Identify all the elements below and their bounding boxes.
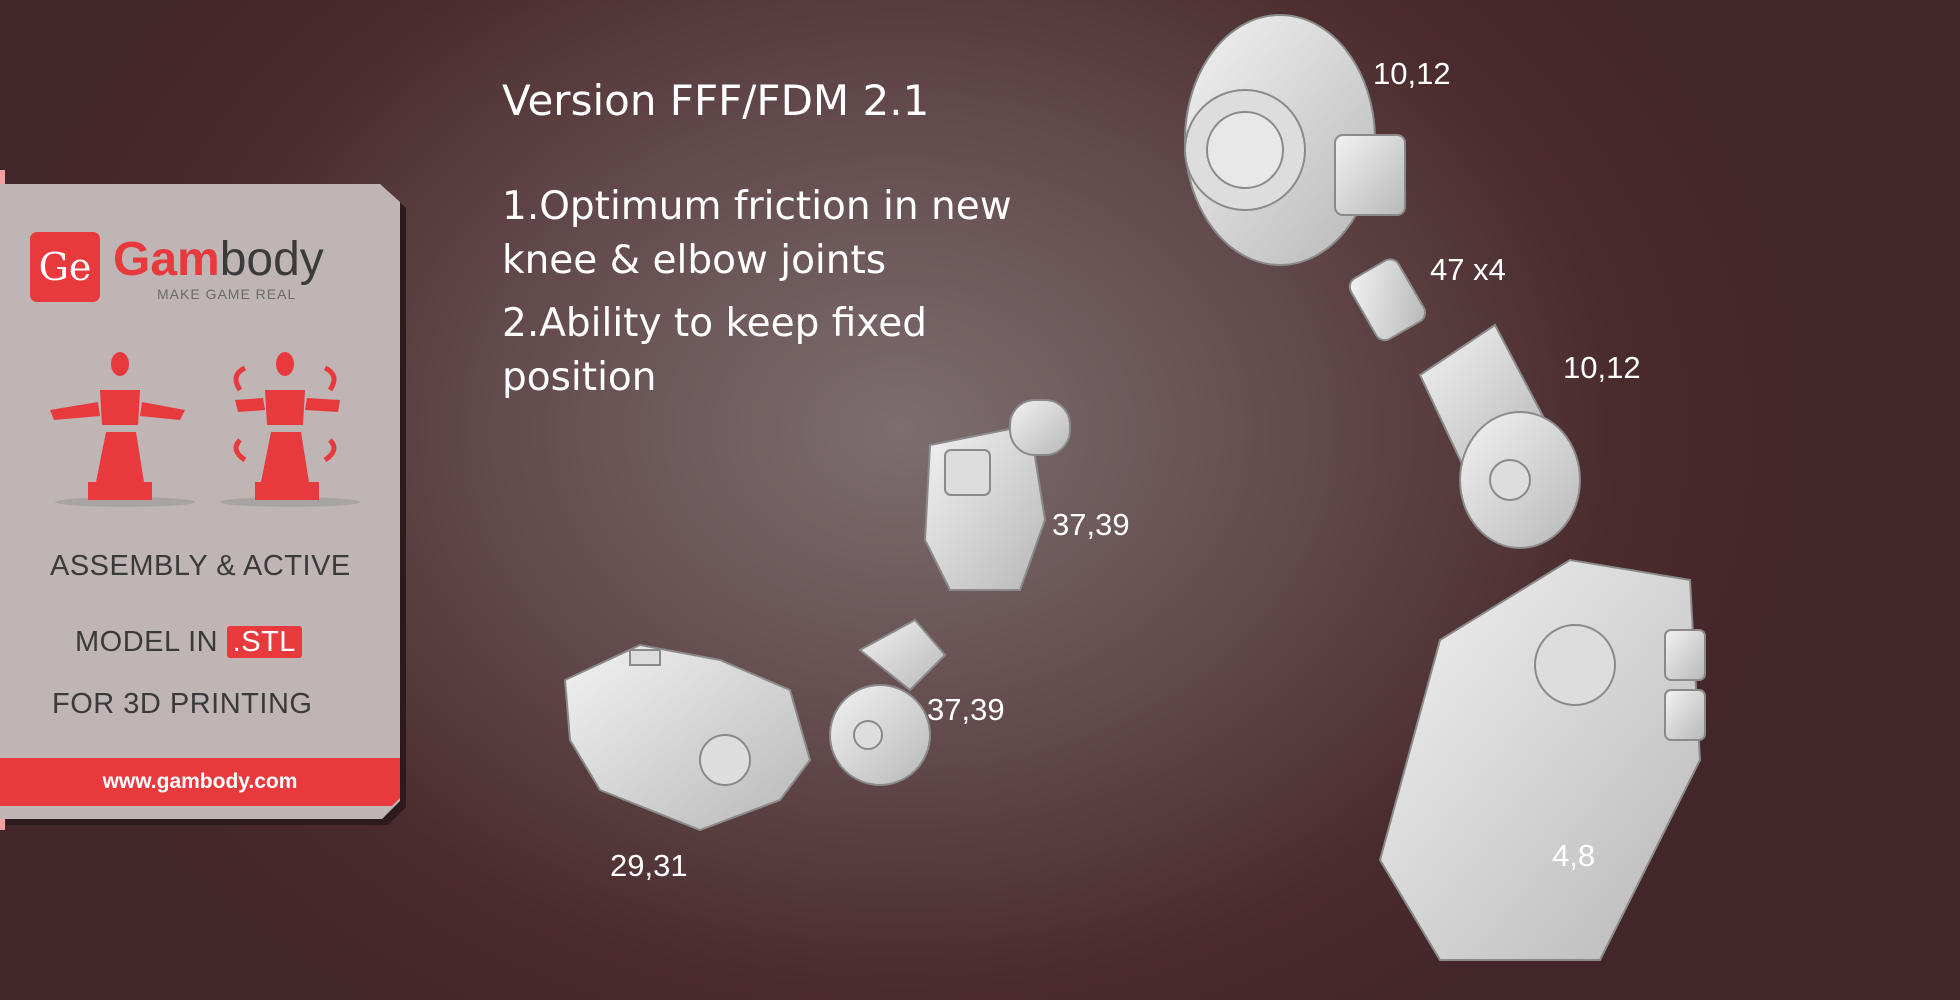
figure-icons [50,352,360,507]
static-figure-icon [50,352,185,500]
printing-text: FOR 3D PRINTING [52,688,313,720]
version-title: Version FFF/FDM 2.1 [502,76,930,125]
active-figure-icon [233,352,340,500]
part-label: 10,12 [1563,350,1641,385]
part-label: 29,31 [610,848,688,883]
upper-joint-part [1418,323,1581,549]
feature-line: 2.Ability to keep fixed [502,301,928,346]
model-in-text: MODEL IN [75,626,219,658]
part-label: 4,8 [1552,838,1596,873]
tagline: MAKE GAME REAL [157,286,297,302]
feature-line: knee & elbow joints [502,238,887,283]
part-label: 10,12 [1373,56,1451,91]
part-label: 47 x4 [1430,252,1506,287]
brand-gray: body [219,233,324,286]
hand-part [563,643,812,832]
shoulder-part [1184,14,1406,266]
part-label: 37,39 [927,692,1005,727]
upper-arm-part [1378,558,1706,961]
model-format-text: MODEL IN .STL [75,626,302,659]
feature-line: position [502,355,657,400]
brand-red: Gam [113,233,220,286]
part-label: 37,39 [1052,507,1130,542]
elbow-part [923,399,1071,591]
feature-line: 1.Optimum friction in new [502,184,1012,229]
gambody-logo-icon: Ge [30,232,100,302]
assembly-text: ASSEMBLY & ACTIVE [50,550,351,582]
stl-badge: .STL [226,626,302,658]
forearm-joint-part [829,618,947,786]
washer-part [1348,258,1427,342]
brand-name: Gambody [113,232,324,287]
website-link[interactable]: www.gambody.com [0,758,400,806]
